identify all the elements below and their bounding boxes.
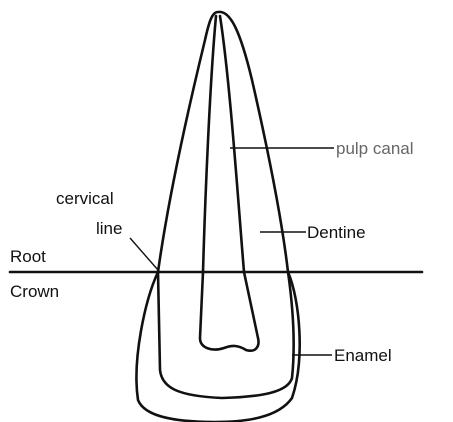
cervical-line-label-line2: line [96,219,122,238]
dentine-label: Dentine [307,223,366,242]
crown-label: Crown [10,282,59,301]
cervical-line-label-line1: cervical [56,189,114,208]
root-label: Root [10,247,46,266]
enamel-label: Enamel [334,346,392,365]
cervical-line-leader [130,238,158,270]
dentine-outline [158,272,294,398]
pulp-canal-label: pulp canal [336,139,414,158]
